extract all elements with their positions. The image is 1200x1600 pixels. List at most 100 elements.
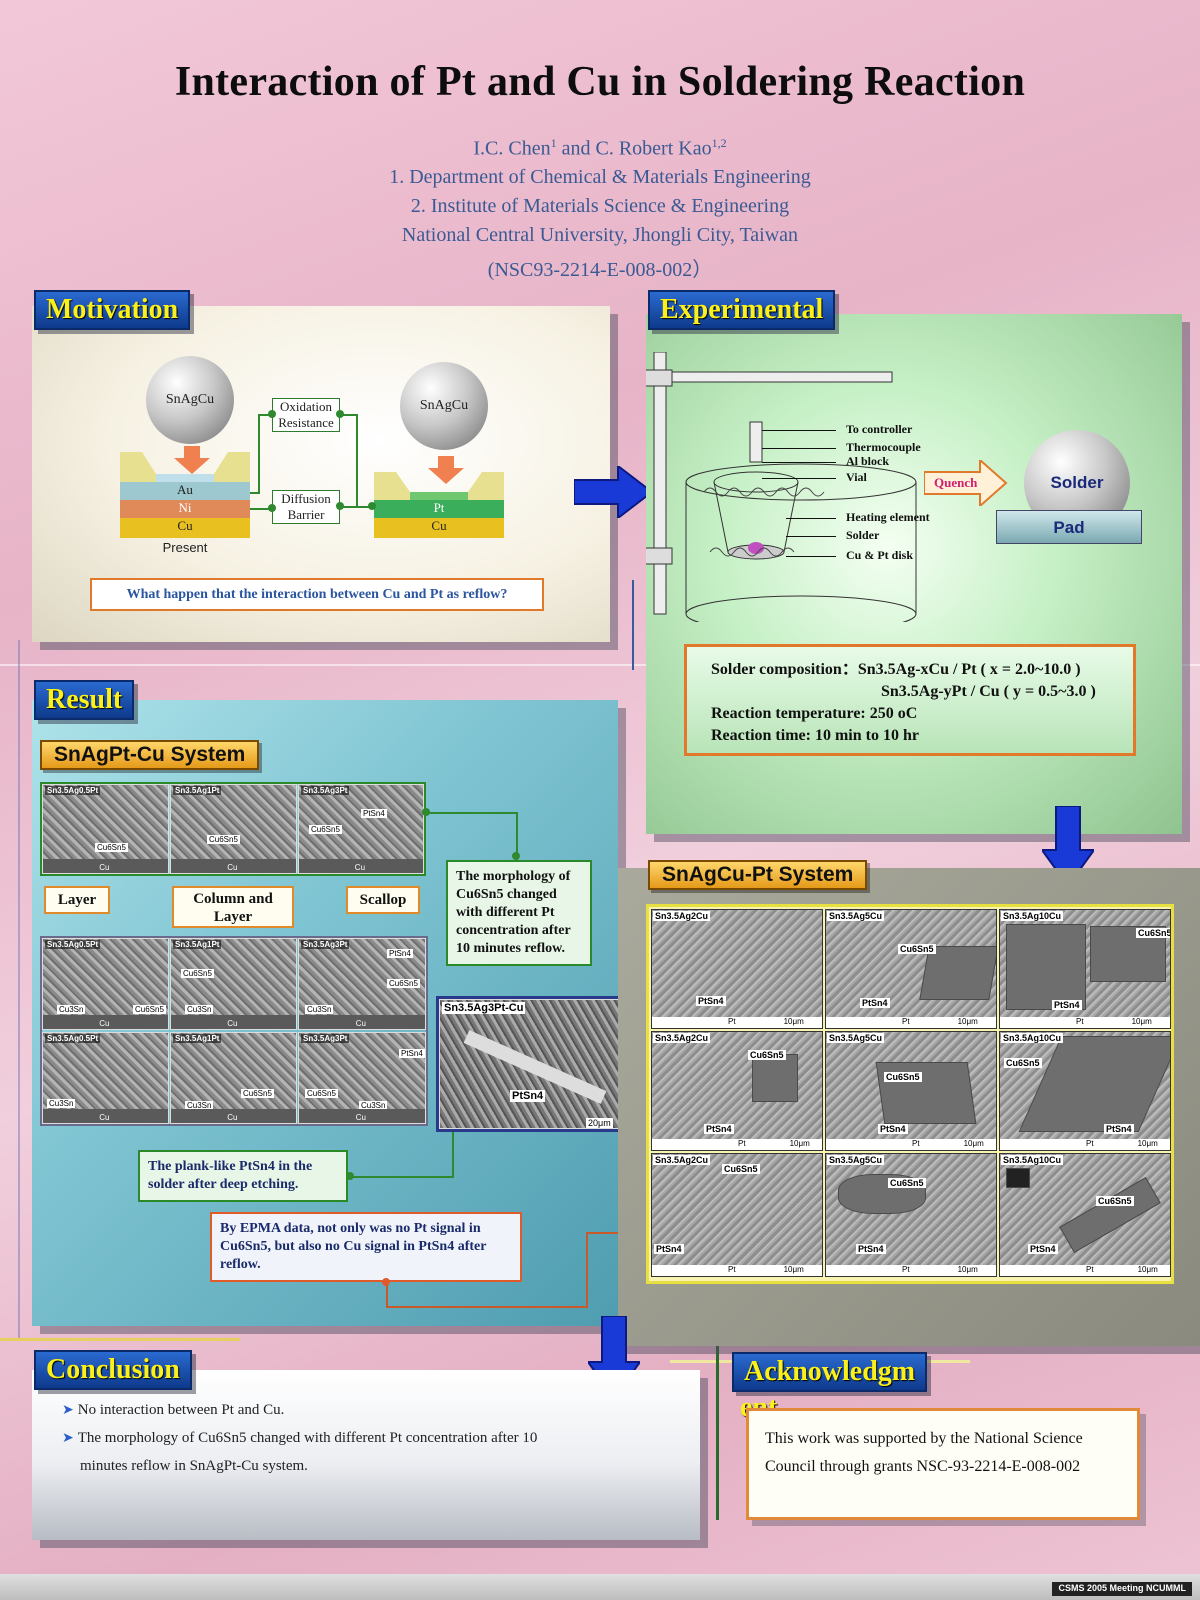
motivation-question: What happen that the interaction between… <box>90 578 544 611</box>
connector <box>356 414 358 508</box>
label-to-controller: To controller <box>846 422 913 436</box>
motivation-panel: SnAgCu SnAgCu Au Ni Cu Present Pt Cu Oxi… <box>32 306 610 642</box>
layer-au: Au <box>120 482 250 500</box>
connector <box>426 812 516 814</box>
conclusion-item: ➤No interaction between Pt and Cu. <box>62 1402 285 1418</box>
down-arrow-icon <box>174 446 210 474</box>
connector-dot <box>422 808 430 816</box>
affiliation-3: National Central University, Jhongli Cit… <box>401 224 799 246</box>
authors: I.C. Chen1 and C. Robert Kao1,2 <box>473 136 727 160</box>
layer-cu: Cu <box>120 518 250 538</box>
leader-line <box>786 518 836 519</box>
conclusion-heading: Conclusion <box>34 1350 192 1390</box>
solder-mask <box>120 452 250 482</box>
connector <box>258 414 272 416</box>
composition-row: Sn3.5Ag-yPt / Cu ( y = 0.5~3.0 ) <box>881 683 1096 700</box>
layer-pt: Pt <box>374 500 504 518</box>
temperature-row: Reaction temperature: 250 oC <box>711 705 918 722</box>
leader-line <box>762 478 836 479</box>
leader-line <box>762 462 836 463</box>
decor-line <box>716 1320 719 1520</box>
connector-dot <box>336 410 344 418</box>
connector <box>386 1306 586 1308</box>
conference-logo: CSMS 2005 Meeting NCUMML <box>1052 1582 1192 1596</box>
affiliation-2: 2. Institute of Materials Science & Engi… <box>410 195 790 217</box>
connector <box>586 1232 588 1308</box>
connector-dot <box>346 1172 354 1180</box>
decor-line <box>0 664 1200 666</box>
pad: Pad <box>996 510 1142 544</box>
decor-line <box>0 1338 240 1341</box>
conclusion-item: ➤The morphology of Cu6Sn5 changed with d… <box>62 1430 538 1446</box>
page-title: Interaction of Pt and Cu in Soldering Re… <box>174 59 1026 105</box>
connector <box>340 506 374 508</box>
plank-note: The plank-like PtSn4 in the solder after… <box>138 1150 348 1202</box>
connector <box>516 812 518 860</box>
connector-dot <box>268 504 276 512</box>
grant-number: (NSC93-2214-E-008-002） <box>487 259 713 281</box>
acknowledgment-text: This work was supported by the National … <box>746 1408 1140 1520</box>
connector <box>452 1132 454 1178</box>
decor-line <box>632 580 634 670</box>
experimental-panel: To controller Thermocouple Al block Vial… <box>646 314 1182 834</box>
motivation-heading: Motivation <box>34 290 191 330</box>
connector <box>250 492 258 494</box>
connector <box>258 414 260 494</box>
epma-note: By EPMA data, not only was no Pt signal … <box>210 1212 522 1282</box>
micrograph-grid <box>40 936 428 1126</box>
experimental-conditions: Solder composition：Sn3.5Ag-xCu / Pt ( x … <box>684 644 1136 756</box>
bullet-arrow-icon: ➤ <box>62 1431 74 1446</box>
label-vial: Vial <box>846 470 867 484</box>
connector-dot <box>382 1278 390 1286</box>
morphology-note: The morphology of Cu6Sn5 changed with di… <box>446 860 592 966</box>
morphology-label-column-layer: Column and Layer <box>172 886 294 928</box>
footer-bar <box>0 1574 1200 1600</box>
conclusion-panel: ➤No interaction between Pt and Cu. ➤The … <box>32 1370 700 1540</box>
solder-sphere: SnAgCu <box>400 362 488 450</box>
label-thermocouple: Thermocouple <box>846 440 921 454</box>
diffusion-barrier-box: Diffusion Barrier <box>272 490 340 524</box>
leader-line <box>786 536 836 537</box>
present-caption: Present <box>162 540 208 555</box>
label-al-block: Al block <box>846 454 890 468</box>
connector-dot <box>268 410 276 418</box>
connector-dot <box>512 852 520 860</box>
connector <box>386 1282 388 1308</box>
connector-dot <box>336 502 344 510</box>
affiliation-1: 1. Department of Chemical & Materials En… <box>389 166 811 188</box>
connector <box>586 1232 644 1234</box>
layer-cu: Cu <box>374 518 504 538</box>
conclusion-item-cont: minutes reflow in SnAgPt-Cu system. <box>80 1458 308 1474</box>
experimental-heading: Experimental <box>648 290 836 330</box>
connector-dot <box>368 502 376 510</box>
quench-label: Quench <box>934 475 978 490</box>
right-arrow-icon <box>574 466 654 518</box>
etching-micrograph: Sn3.5Ag3Pt-Cu PtSn4 20μm <box>439 999 629 1129</box>
bullet-arrow-icon: ➤ <box>62 1403 74 1418</box>
morphology-label-layer: Layer <box>44 886 110 914</box>
connector <box>340 414 358 416</box>
acknowledgment-heading: Acknowledgm <box>732 1352 928 1392</box>
apparatus-diagram <box>646 352 917 622</box>
result-heading: Result <box>34 680 135 720</box>
label-heating-element: Heating element <box>846 510 930 524</box>
snagpt-cu-heading: SnAgPt-Cu System <box>40 740 260 770</box>
composition-row: Solder composition：Sn3.5Ag-xCu / Pt ( x … <box>711 661 1081 678</box>
connector <box>348 1176 454 1178</box>
decor-line <box>18 640 20 1340</box>
